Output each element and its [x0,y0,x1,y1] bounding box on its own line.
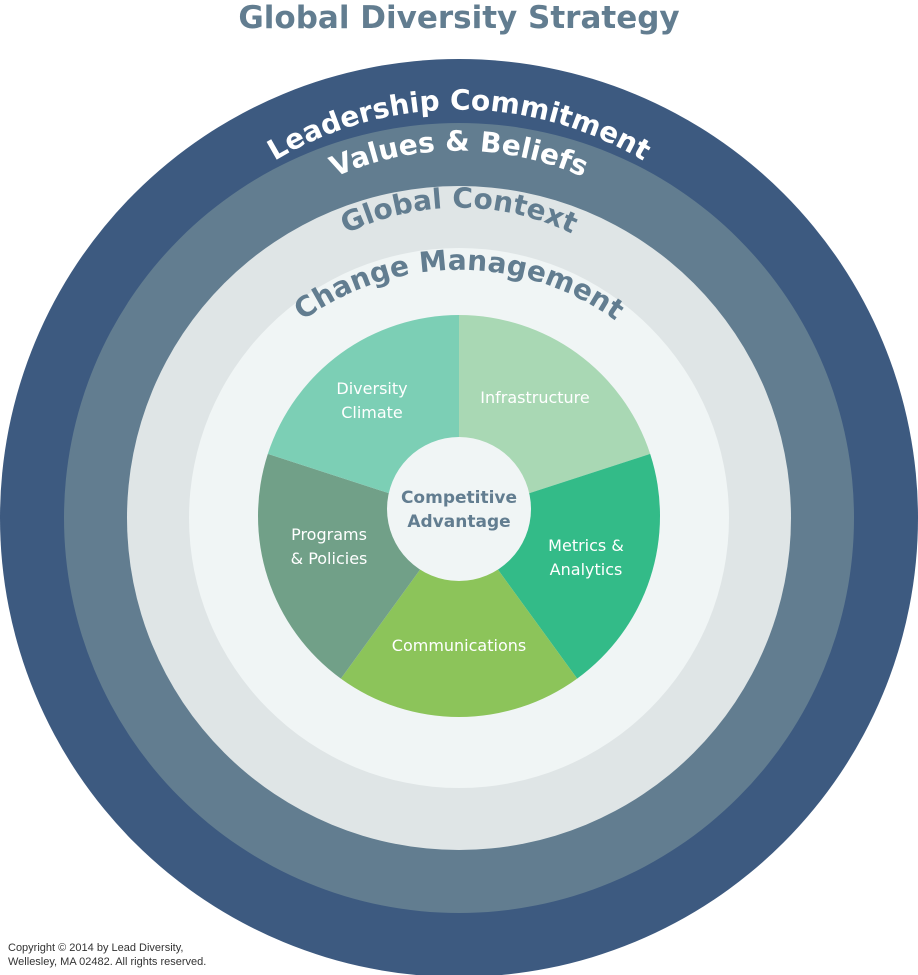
programs-policies-label: Programs& Policies [291,525,368,568]
copyright-line-1: Copyright © 2014 by Lead Diversity, [8,942,184,954]
communications-label: Communications [392,636,526,655]
infrastructure-label: Infrastructure [480,388,589,407]
copyright-line-2: Wellesley, MA 02482. All rights reserved… [8,956,207,968]
center-circle [387,437,531,581]
communications-segment [340,516,578,717]
copyright-notice: Copyright © 2014 by Lead Diversity, Well… [8,941,206,969]
diagram-title: Global Diversity Strategy [238,0,679,36]
metrics-analytics-label: Metrics &Analytics [548,536,624,579]
